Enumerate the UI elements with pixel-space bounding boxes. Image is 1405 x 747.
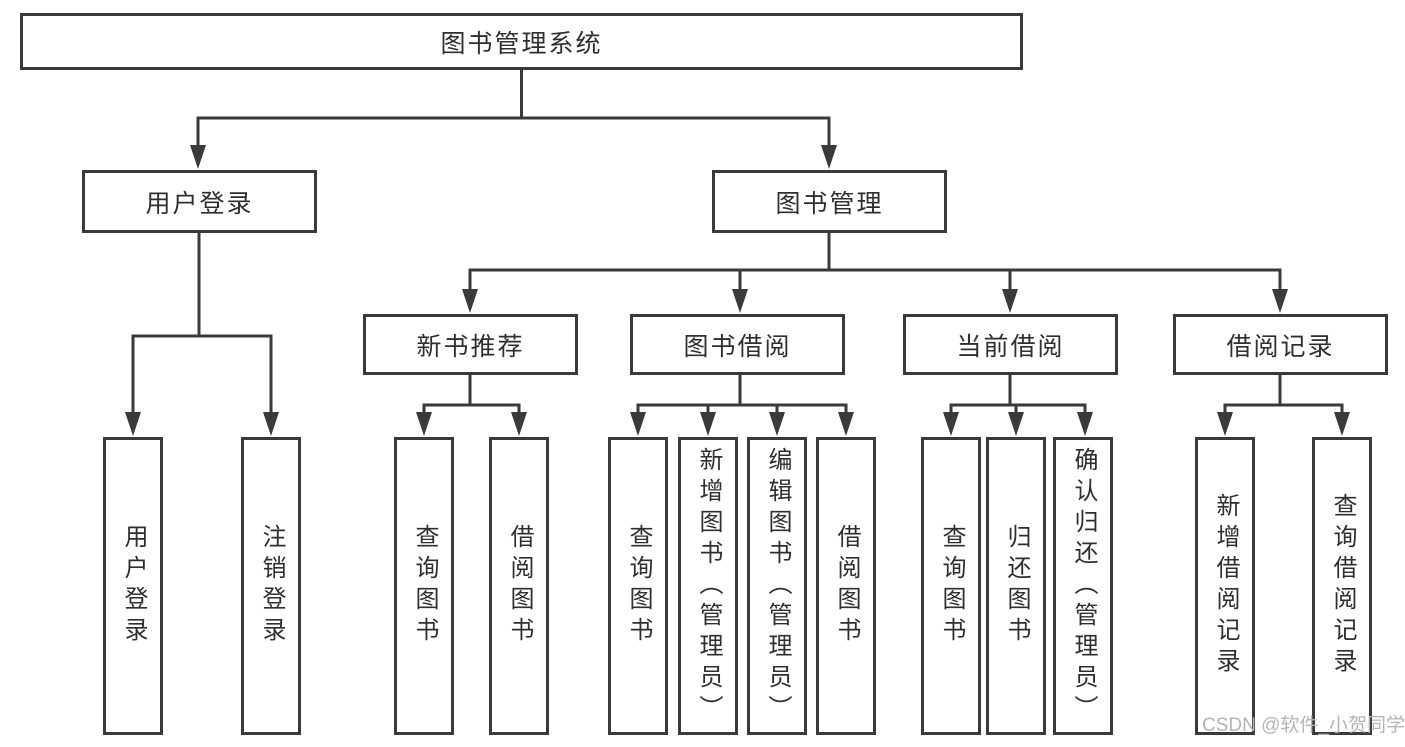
node-label: 确认归还（管理员）	[1070, 446, 1097, 726]
leaf-confirm-return-admin: 确认归还（管理员）	[1053, 437, 1113, 735]
node-label: 图书借阅	[683, 332, 792, 361]
node-label: 借阅记录	[1226, 332, 1335, 361]
node-label: 注销登录	[258, 524, 285, 648]
leaf-logout: 注销登录	[241, 437, 301, 735]
csdn-watermark: CSDN @软件_小贺同学	[1202, 715, 1405, 736]
node-label: 查询图书	[625, 524, 652, 648]
node-borrowing-records: 借阅记录	[1173, 314, 1388, 375]
leaf-edit-book-admin: 编辑图书（管理员）	[747, 437, 807, 735]
leaf-add-book-admin: 新增图书（管理员）	[678, 437, 738, 735]
node-new-book-recommendation: 新书推荐	[363, 314, 578, 375]
arrowheads	[125, 145, 1350, 436]
leaf-query-books-2: 查询图书	[608, 437, 668, 735]
node-book-borrowing: 图书借阅	[630, 314, 845, 375]
node-label: 新增图书（管理员）	[695, 446, 722, 726]
leaf-user-login: 用户登录	[103, 437, 163, 735]
node-label: 新书推荐	[416, 332, 525, 361]
node-label: 查询图书	[938, 524, 965, 648]
node-label: 归还图书	[1003, 524, 1030, 648]
node-label: 用户登录	[120, 524, 147, 648]
leaf-borrow-books-1: 借阅图书	[489, 437, 549, 735]
leaf-add-borrow-record: 新增借阅记录	[1195, 437, 1255, 735]
node-label: 查询图书	[411, 524, 438, 648]
node-label: 借阅图书	[506, 524, 533, 648]
leaf-return-book: 归还图书	[986, 437, 1046, 735]
node-label: 新增借阅记录	[1212, 493, 1239, 679]
node-current-borrowing: 当前借阅	[903, 314, 1118, 375]
node-book-management-branch: 图书管理	[712, 170, 947, 233]
leaf-query-books-1: 查询图书	[394, 437, 454, 735]
node-label: 借阅图书	[833, 524, 860, 648]
node-label: 当前借阅	[956, 332, 1065, 361]
node-label: 图书管理	[775, 189, 884, 218]
node-label: 查询借阅记录	[1329, 493, 1356, 679]
leaf-borrow-books-2: 借阅图书	[816, 437, 876, 735]
node-user-login-branch: 用户登录	[82, 170, 317, 233]
leaf-query-books-3: 查询图书	[921, 437, 981, 735]
node-library-management-system: 图书管理系统	[20, 13, 1023, 70]
leaf-query-borrow-record: 查询借阅记录	[1312, 437, 1372, 735]
node-label: 编辑图书（管理员）	[764, 446, 791, 726]
node-label: 用户登录	[145, 189, 254, 218]
node-label: 图书管理系统	[440, 29, 603, 58]
